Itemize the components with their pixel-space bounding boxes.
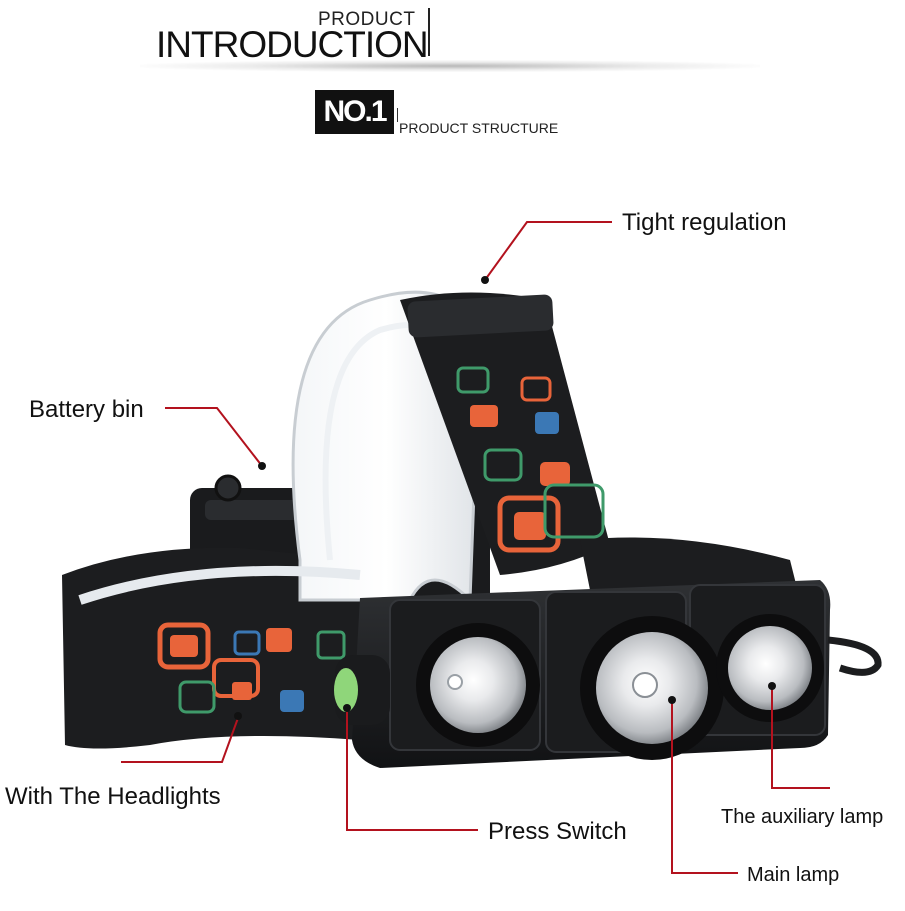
callout-main-lamp: Main lamp — [747, 864, 840, 886]
auxiliary-lamp-left — [416, 623, 540, 747]
callout-lines — [121, 221, 830, 874]
callout-auxiliary-lamp: The auxiliary lamp — [721, 806, 884, 828]
head-strap-top — [400, 292, 610, 575]
main-lamp — [580, 616, 724, 760]
callout-with-headlights: With The Headlights — [5, 783, 221, 810]
press-switch — [334, 655, 390, 725]
callout-battery-bin: Battery bin — [29, 396, 144, 423]
auxiliary-lamp-right — [716, 614, 824, 722]
header-small-title: PRODUCT — [318, 9, 416, 30]
header-big-title: INTRODUCTION — [156, 24, 429, 65]
section-number-badge: NO.1 — [315, 90, 394, 134]
callout-dots — [234, 276, 776, 720]
section-subtitle: PRODUCT STRUCTURE — [399, 120, 559, 136]
callout-press-switch: Press Switch — [488, 818, 627, 845]
header-divider — [428, 8, 430, 56]
badge-divider — [397, 108, 398, 122]
header-shadow — [140, 60, 760, 72]
head-strap-left — [62, 547, 360, 749]
callout-tight-regulation: Tight regulation — [622, 209, 787, 236]
